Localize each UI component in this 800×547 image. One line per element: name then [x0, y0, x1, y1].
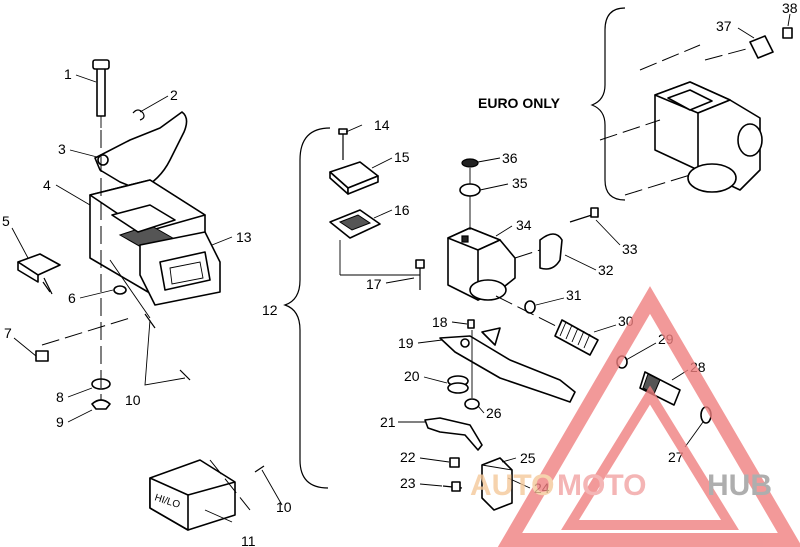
callout-23: 23	[400, 475, 416, 491]
part-28-piston	[639, 371, 681, 406]
part-10-screws	[109, 259, 191, 386]
leader-lines	[11, 13, 791, 523]
callout-38: 38	[782, 0, 798, 16]
watermark-word-moto: MOTO	[557, 469, 646, 502]
callout-37: 37	[716, 18, 732, 34]
part-18-pin	[467, 319, 475, 329]
watermark-triangle	[497, 286, 800, 547]
euro-master-cylinder	[599, 44, 763, 196]
callout-35: 35	[512, 175, 528, 191]
callout-18: 18	[432, 314, 448, 330]
watermark-word-auto: AUTO	[470, 469, 554, 502]
part-7-nut	[35, 317, 131, 362]
part-13-cover	[139, 231, 221, 306]
callout-7: 7	[4, 325, 12, 341]
part-21-bracket	[424, 417, 483, 451]
part-38-bleeder	[782, 27, 793, 39]
part-1-pin	[92, 59, 110, 128]
callout-11: 11	[241, 533, 256, 547]
part-30-spring	[495, 295, 599, 356]
callout-31: 31	[566, 287, 582, 303]
part-14-screw	[338, 128, 348, 160]
part-37-fitting	[704, 35, 774, 61]
euro-only-label: EURO ONLY	[478, 95, 561, 111]
callout-32: 32	[598, 262, 614, 278]
watermark-triangle-inner	[561, 385, 739, 530]
callout-26: 26	[486, 405, 502, 421]
callout-25: 25	[520, 450, 536, 466]
callout-12: 12	[262, 302, 278, 318]
callout-34: 34	[516, 217, 532, 233]
part-17-bolt	[415, 259, 425, 290]
callout-15: 15	[394, 149, 410, 165]
callout-36: 36	[502, 150, 518, 166]
callout-22: 22	[400, 449, 416, 465]
part-2-clip	[132, 109, 145, 121]
callout-4: 4	[43, 177, 51, 193]
part-19-brake-lever	[439, 327, 576, 403]
callout-20: 20	[404, 368, 420, 384]
part-23-screw	[442, 481, 463, 492]
part-34-master-cylinder	[447, 227, 516, 301]
part-5-switch-button	[17, 253, 61, 295]
callout-17: 17	[366, 276, 382, 292]
callout-19: 19	[398, 335, 414, 351]
part-6-washer	[113, 285, 127, 295]
part-9-clip	[91, 399, 111, 410]
part-16-diaphragm	[329, 209, 381, 239]
part-20-spring	[447, 375, 469, 394]
callout-16: 16	[394, 202, 410, 218]
callout-1: 1	[64, 66, 72, 82]
part-24-25-switch	[481, 457, 513, 511]
part-35-cap	[459, 183, 481, 197]
callout-3: 3	[58, 141, 66, 157]
callout-8: 8	[56, 389, 64, 405]
part-11-hilo-switch: HI/LO	[149, 459, 265, 531]
part-3-throttle-lever	[94, 111, 188, 191]
watermark-logo: AUTO MOTO HUB	[470, 286, 800, 547]
part-36-seal	[461, 158, 479, 230]
euro-bracket	[590, 7, 626, 201]
part-32-clamp	[514, 233, 563, 270]
callout-13: 13	[236, 229, 252, 245]
callout-14: 14	[374, 117, 390, 133]
callout-10-left: 10	[125, 392, 141, 408]
callout-9: 9	[56, 414, 64, 430]
axis-lines-center	[339, 240, 420, 276]
callout-2: 2	[170, 87, 178, 103]
watermark-word-hub: HUB	[707, 469, 772, 502]
part-15-reservoir-cover	[329, 161, 379, 195]
callout-10-right: 10	[276, 499, 292, 515]
callout-6: 6	[68, 290, 76, 306]
callout-33: 33	[622, 241, 638, 257]
part-22-nut	[449, 457, 460, 468]
part-26-nut	[464, 330, 480, 410]
callout-5: 5	[2, 213, 10, 229]
bracket-12	[283, 127, 331, 489]
part-33-screw	[569, 207, 599, 223]
callout-21: 21	[380, 414, 396, 430]
